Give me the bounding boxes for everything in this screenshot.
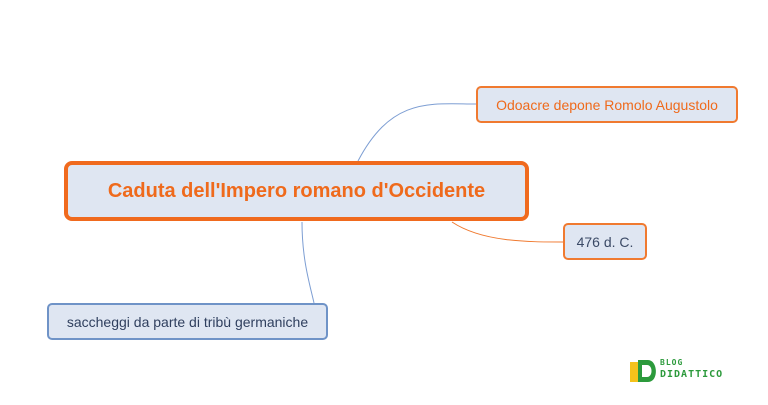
topic-odoacre[interactable]: Odoacre depone Romolo Augustolo <box>476 86 738 123</box>
logo-line-1: BLOG <box>660 358 684 367</box>
connector-odoacre <box>357 103 477 162</box>
topic-saccheggi-label: saccheggi da parte di tribù germaniche <box>66 313 309 330</box>
topic-saccheggi[interactable]: saccheggi da parte di tribù germaniche <box>47 303 328 340</box>
connector-saccheggi <box>301 221 315 304</box>
logo-mark-icon <box>630 360 656 382</box>
logo-line-2: DIDATTICO <box>660 369 724 380</box>
central-topic-label: Caduta dell'Impero romano d'Occidente <box>107 179 486 202</box>
central-topic[interactable]: Caduta dell'Impero romano d'Occidente <box>64 161 529 221</box>
connector-date <box>451 221 564 243</box>
topic-date-label: 476 d. C. <box>576 233 634 250</box>
topic-date[interactable]: 476 d. C. <box>563 223 647 260</box>
blog-didattico-logo: BLOG DIDATTICO <box>630 357 724 385</box>
topic-odoacre-label: Odoacre depone Romolo Augustolo <box>496 96 718 113</box>
